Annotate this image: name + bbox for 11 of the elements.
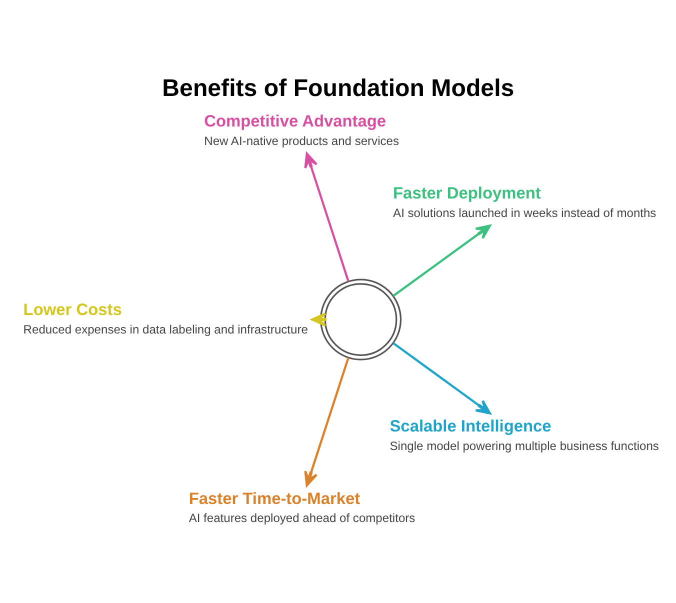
node-text: Faster Time-to-Market AI features deployed ahead of competitors [188,489,416,525]
node-text: Scalable Intelligence Single model powering multiple business functions [390,417,659,453]
arrow [392,342,491,414]
arrow [392,224,491,296]
node-text: Faster Deployment AI solutions launched in weeks instead of months [393,184,656,220]
node-text: Competitive Advantage New AI-native products and services [204,112,400,148]
arrow [311,312,326,326]
node-text: Lower Costs Reduced expenses in data labeling and infrastructure [23,300,308,336]
arrow [304,356,350,486]
diagram-title: Benefits of Foundation Models [162,74,514,102]
arrow [304,152,350,282]
